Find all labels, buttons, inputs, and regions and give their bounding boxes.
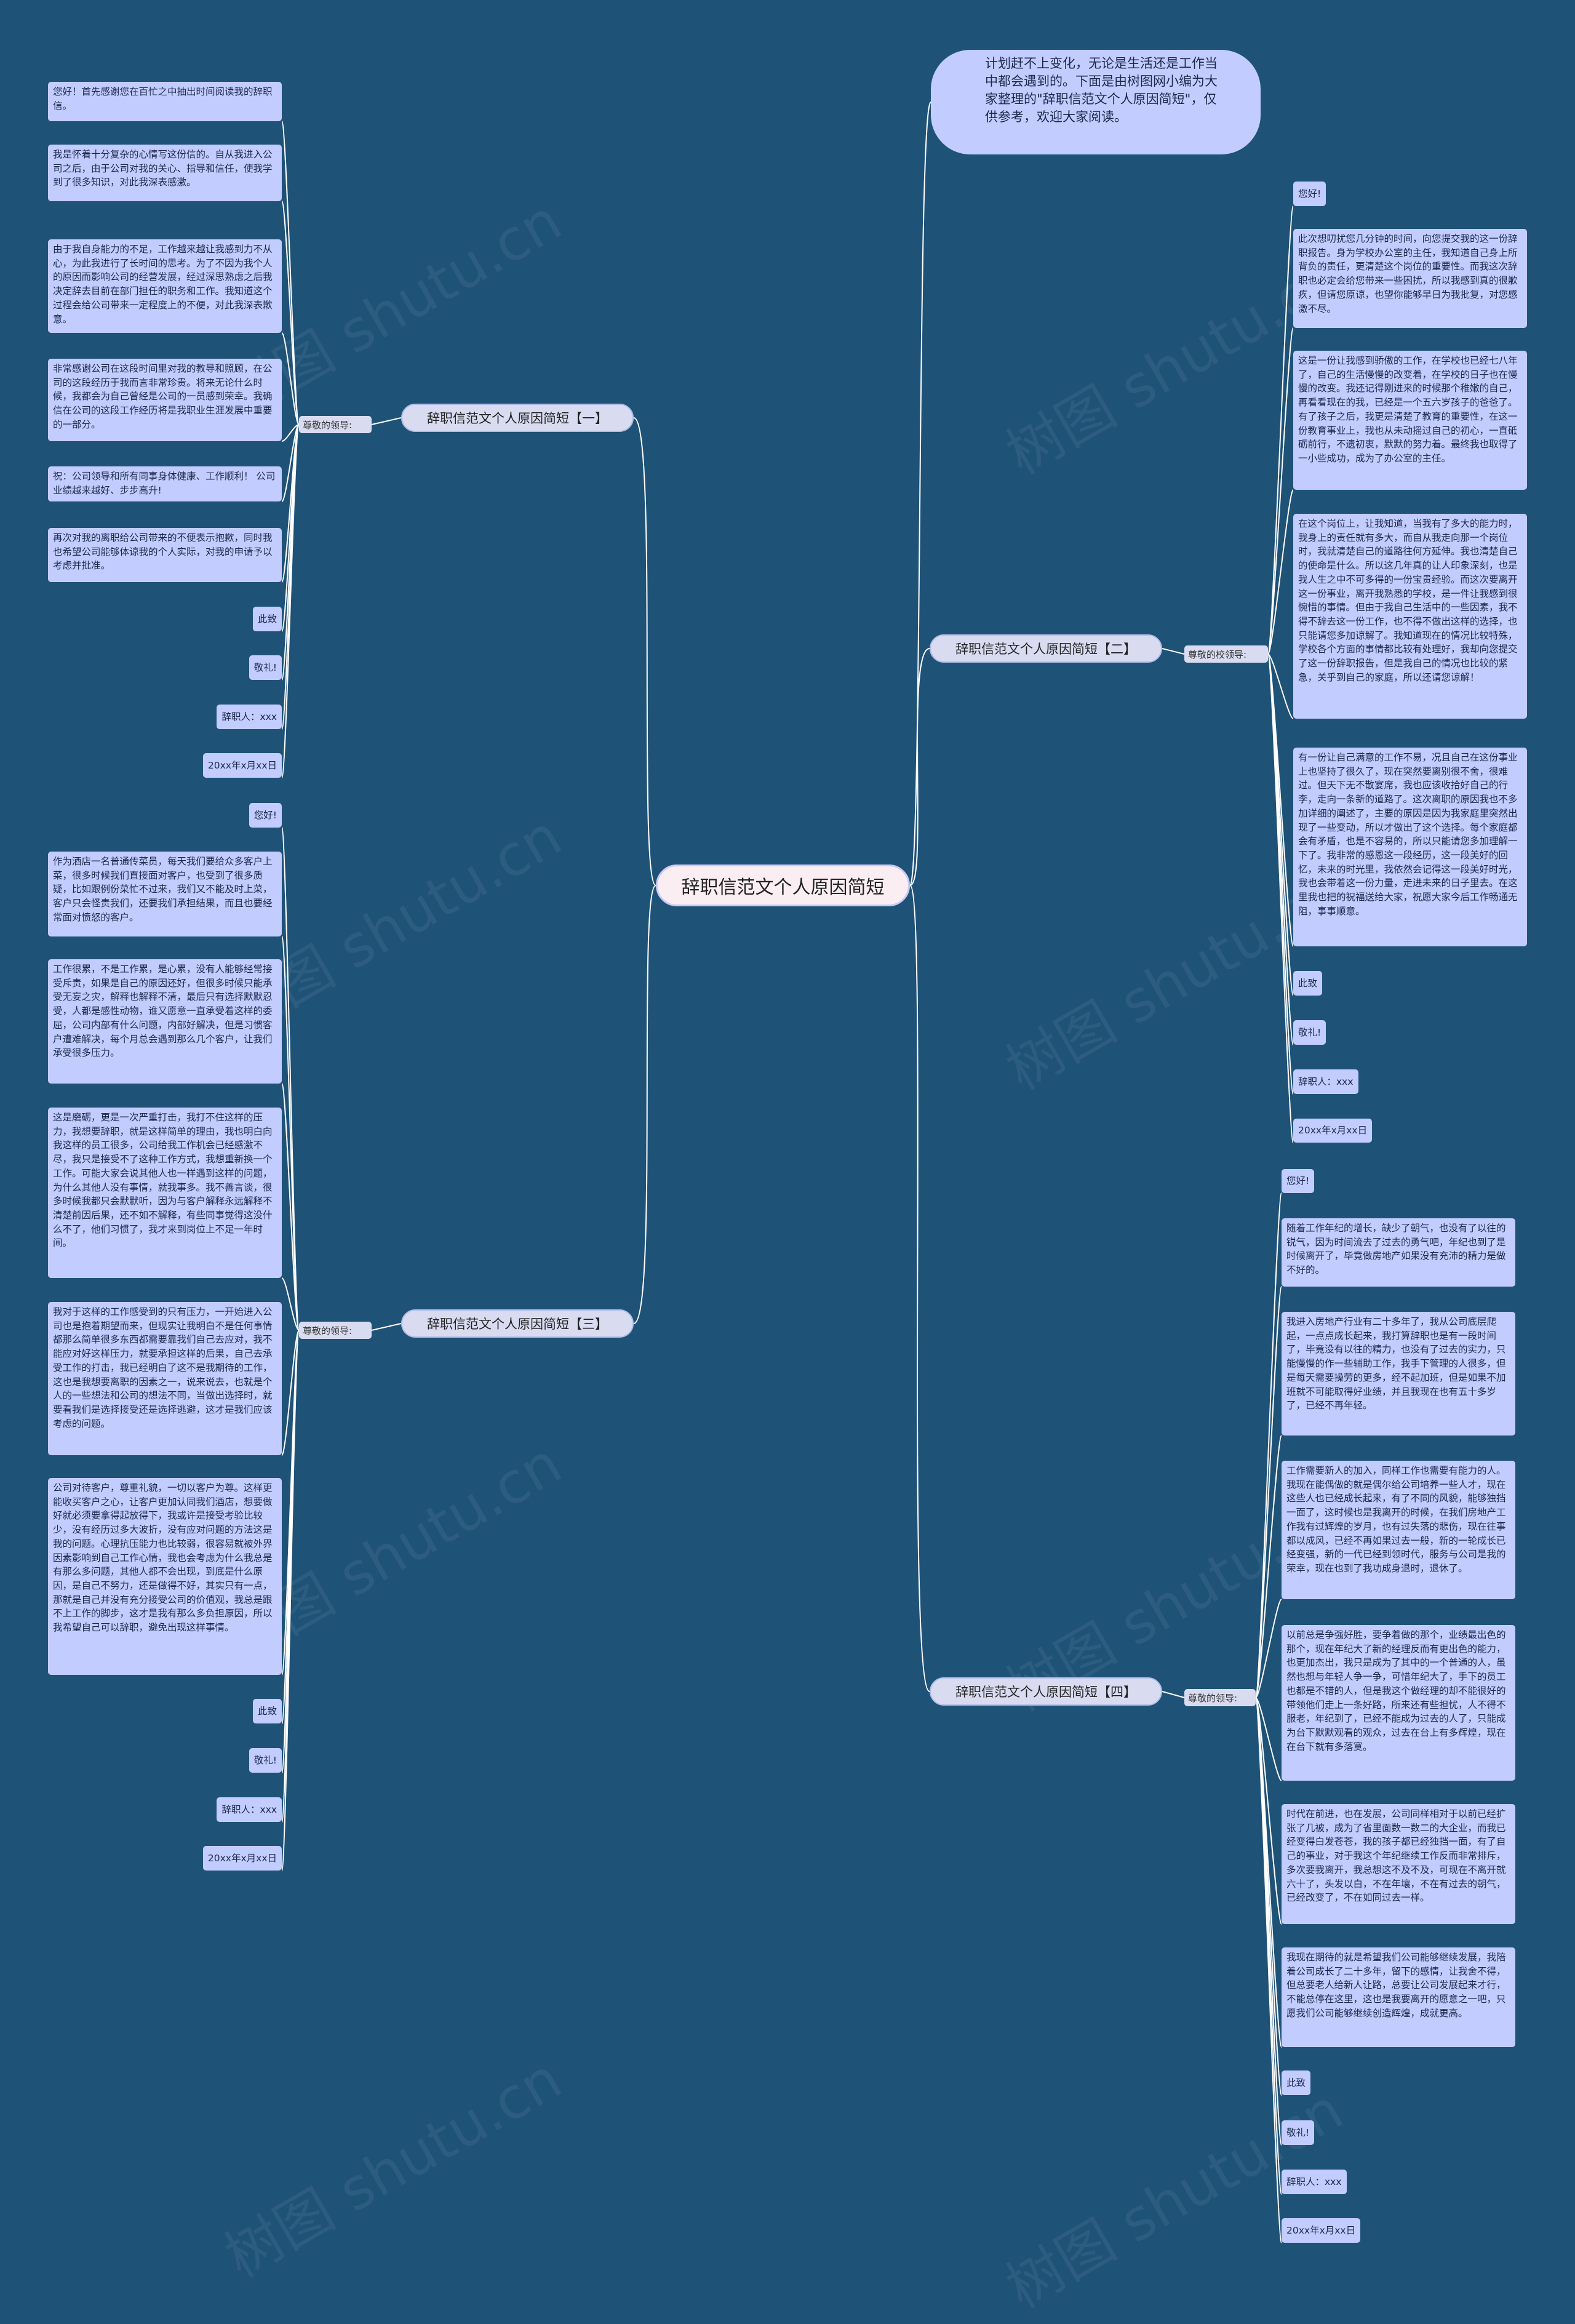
connector-leaf bbox=[1255, 1697, 1282, 2243]
connector-sub-4 bbox=[1162, 1691, 1185, 1698]
leaf-node[interactable]: 时代在前进，也在发展，公司同样相对于以前已经扩张了几被，成为了省里面数一数二的大… bbox=[1282, 1804, 1515, 1924]
leaf-node[interactable]: 我进入房地产行业有二十多年了，我从公司底层爬起，一点点成长起来，我打算辞职也是有… bbox=[1282, 1312, 1515, 1436]
connector-sub-2 bbox=[1162, 648, 1185, 655]
salutation-node-2[interactable]: 尊敬的校领导: bbox=[1184, 645, 1268, 663]
leaf-node[interactable]: 工作很累，不是工作累，是心累，没有人能够经常接受斥责，如果是自己的原因还好，但很… bbox=[48, 959, 282, 1084]
connector-branch-2 bbox=[909, 648, 930, 886]
connector-leaf bbox=[281, 1083, 300, 1331]
connector-leaf bbox=[1255, 1697, 1282, 1781]
leaf-node[interactable]: 作为酒店一名普通传菜员，每天我们要给众多客户上菜，很多时候我们直接面对客户，也受… bbox=[48, 852, 282, 936]
connector-leaf bbox=[1267, 653, 1294, 1143]
leaf-node[interactable]: 您好! bbox=[1282, 1169, 1315, 1193]
leaf-node[interactable]: 辞职人：xxx bbox=[1282, 2170, 1347, 2194]
leaf-node[interactable]: 公司对待客户，尊重礼貌，一切以客户为尊。这样更能收买客户之心，让客户更加认同我们… bbox=[48, 1478, 282, 1675]
connector-leaf bbox=[1267, 327, 1294, 655]
leaf-node[interactable]: 敬礼! bbox=[249, 1748, 282, 1773]
connector-leaf bbox=[1255, 1697, 1282, 1925]
connector-branch-4 bbox=[909, 885, 930, 1692]
leaf-node[interactable]: 辞职人：xxx bbox=[1293, 1069, 1358, 1094]
leaf-node[interactable]: 我对于这样的工作感受到的只有压力，一开始进入公司也是抱着期望而来，但现实让我明白… bbox=[48, 1302, 282, 1455]
leaf-node[interactable]: 在这个岗位上，让我知道，当我有了多大的能力时，我身上的责任就有多大，而自从我走向… bbox=[1293, 514, 1527, 719]
leaf-node[interactable]: 20xx年x月xx日 bbox=[1293, 1119, 1373, 1143]
leaf-node[interactable]: 以前总是争强好胜，要争着做的那个，业绩最出色的那个，现在年纪大了新的经理反而有更… bbox=[1282, 1625, 1515, 1781]
leaf-node[interactable]: 辞职人：xxx bbox=[217, 705, 282, 729]
branch-topic-4[interactable]: 辞职信范文个人原因简短【四】 bbox=[930, 1677, 1162, 1706]
leaf-node[interactable]: 敬礼! bbox=[1293, 1020, 1326, 1045]
leaf-node[interactable]: 工作需要新人的加入，同样工作也需要有能力的人。我现在能偶做的就是偶尔给公司培养一… bbox=[1282, 1461, 1515, 1599]
connector-leaf bbox=[281, 936, 300, 1331]
connector-intro bbox=[909, 102, 931, 886]
connector-leaf bbox=[281, 1330, 300, 1871]
leaf-node[interactable]: 20xx年x月xx日 bbox=[1282, 2218, 1361, 2243]
connector-leaf bbox=[1255, 1435, 1282, 1698]
connector-leaf bbox=[1255, 1697, 1282, 2146]
leaf-node[interactable]: 由于我自身能力的不足，工作越来越让我感到力不从心，为此我进行了长时间的思考。为了… bbox=[48, 239, 282, 333]
connector-leaf bbox=[1267, 653, 1294, 719]
leaf-node[interactable]: 20xx年x月xx日 bbox=[202, 753, 282, 778]
connector-leaf bbox=[281, 424, 300, 730]
connector-sub-3 bbox=[371, 1323, 402, 1331]
branch-topic-3[interactable]: 辞职信范文个人原因简短【三】 bbox=[401, 1309, 634, 1338]
leaf-node[interactable]: 20xx年x月xx日 bbox=[202, 1846, 282, 1871]
connector-leaf bbox=[1255, 1286, 1282, 1698]
leaf-node[interactable]: 您好! bbox=[249, 803, 282, 828]
connector-leaf bbox=[1255, 1599, 1282, 1698]
branch-topic-1[interactable]: 辞职信范文个人原因简短【一】 bbox=[401, 404, 634, 432]
leaf-node[interactable]: 再次对我的离职给公司带来的不便表示抱歉，同时我也希望公司能够体谅我的个人实际，对… bbox=[48, 528, 282, 582]
connector-leaf bbox=[281, 201, 300, 425]
leaf-node[interactable]: 敬礼! bbox=[1282, 2120, 1315, 2145]
leaf-node[interactable]: 此致 bbox=[1293, 971, 1323, 996]
salutation-node-3[interactable]: 尊敬的领导: bbox=[299, 1322, 372, 1339]
leaf-node[interactable]: 辞职人：xxx bbox=[217, 1797, 282, 1822]
leaf-node[interactable]: 有一份让自己满意的工作不易，况且自己在这份事业上也坚持了很久了，现在突然要离别很… bbox=[1293, 748, 1527, 946]
connector-leaf bbox=[281, 424, 300, 778]
connector-leaf bbox=[1255, 1192, 1282, 1698]
salutation-node-1[interactable]: 尊敬的领导: bbox=[299, 416, 372, 433]
leaf-node[interactable]: 敬礼! bbox=[249, 655, 282, 680]
connector-sub-1 bbox=[371, 417, 402, 425]
connector-leaf bbox=[281, 424, 300, 502]
leaf-node[interactable]: 此次想叨扰您几分钟的时间，向您提交我的这一份辞职报告。身为学校办公室的主任，我知… bbox=[1293, 229, 1527, 328]
leaf-node[interactable]: 此致 bbox=[252, 1699, 282, 1723]
leaf-node[interactable]: 我是怀着十分复杂的心情写这份信的。自从我进入公司之后，由于公司对我的关心、指导和… bbox=[48, 145, 282, 201]
leaf-node[interactable]: 此致 bbox=[252, 607, 282, 631]
leaf-node[interactable]: 此致 bbox=[1282, 2070, 1311, 2095]
connector-leaf bbox=[1267, 489, 1294, 655]
leaf-node[interactable]: 随着工作年纪的增长，缺少了朝气，也没有了以往的锐气，因为时间流去了过去的勇气吧，… bbox=[1282, 1218, 1515, 1287]
leaf-node[interactable]: 这是一份让我感到骄傲的工作，在学校也已经七八年了，自己的生活慢慢的改变着，在学校… bbox=[1293, 351, 1527, 490]
leaf-node[interactable]: 您好！首先感谢您在百忙之中抽出时间阅读我的辞职信。 bbox=[48, 82, 282, 121]
branch-topic-2[interactable]: 辞职信范文个人原因简短【二】 bbox=[930, 634, 1162, 663]
connector-leaf bbox=[281, 1277, 300, 1331]
leaf-node[interactable]: 我现在期待的就是希望我们公司能够继续发展，我陪着公司成长了二十多年，留下的感情，… bbox=[1282, 1947, 1515, 2047]
leaf-node[interactable]: 祝：公司领导和所有同事身体健康、工作顺利！ 公司业绩越来越好、步步高升! bbox=[48, 466, 282, 501]
connector-branch-1 bbox=[633, 417, 656, 886]
leaf-node[interactable]: 非常感谢公司在这段时间里对我的教导和照顾，在公司的这段经历于我而言非常珍贵。将来… bbox=[48, 359, 282, 441]
connector-leaf bbox=[281, 1330, 300, 1456]
leaf-node[interactable]: 您好! bbox=[1293, 182, 1326, 206]
connector-branch-3 bbox=[633, 885, 656, 1324]
salutation-node-4[interactable]: 尊敬的领导: bbox=[1184, 1689, 1256, 1706]
connector-leaf bbox=[281, 827, 300, 1331]
connector-leaf bbox=[281, 332, 300, 425]
intro-node[interactable]: 计划赶不上变化，无论是生活还是工作当中都会遇到的。下面是由树图网小编为大家整理的… bbox=[931, 50, 1261, 154]
connector-leaf bbox=[281, 424, 300, 442]
leaf-node[interactable]: 这是磨砺，更是一次严重打击，我打不住这样的压力，我想要辞职，就是这样简单的理由，… bbox=[48, 1108, 282, 1278]
central-topic[interactable]: 辞职信范文个人原因简短 bbox=[656, 865, 910, 906]
